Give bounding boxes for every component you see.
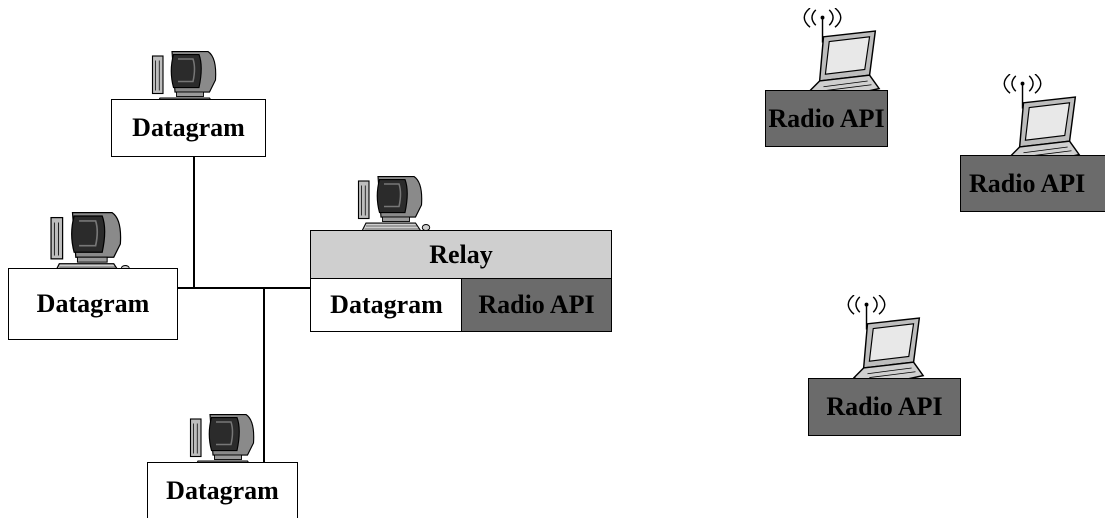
datagram-label: Datagram [166,475,279,505]
radio-api-label: Radio API [768,103,885,133]
radio-node-bottom: Radio API [808,378,961,436]
relay-radio-cell: Radio API [461,278,612,332]
wire-top-vertical [193,156,195,288]
relay-label: Relay [429,240,493,269]
wire-bottom-vertical [263,287,265,465]
datagram-node-bottom: Datagram [147,462,298,518]
relay-datagram-cell: Datagram [310,278,463,332]
radio-api-label: Radio API [969,168,1086,198]
desktop-computer-icon [344,175,442,235]
datagram-node-left: Datagram [8,268,178,340]
radio-api-label: Radio API [826,392,943,421]
wireless-laptop-icon [830,295,928,391]
wire-horizontal [178,287,311,289]
datagram-node-top: Datagram [111,99,266,157]
radio-node-right: Radio API [960,155,1105,212]
radio-api-label: Radio API [478,290,595,319]
relay-header: Relay [310,230,612,280]
datagram-label: Datagram [36,289,150,318]
datagram-label: Datagram [132,113,245,142]
radio-node-top: Radio API [765,90,888,147]
datagram-label: Datagram [330,290,443,319]
